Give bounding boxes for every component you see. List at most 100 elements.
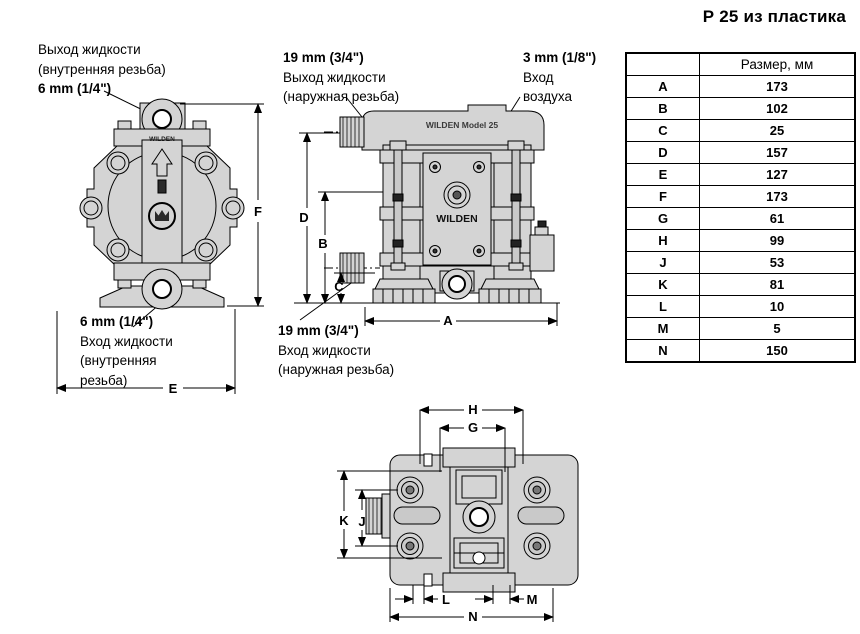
dim-letter-cell: B	[625, 97, 700, 120]
port-centerlines	[324, 131, 380, 269]
dim-letter-f: F	[254, 204, 262, 219]
top-pump-body	[365, 447, 579, 593]
front-outlet-label: Выход жидкости (внутренняя резьба) 6 mm …	[38, 40, 166, 99]
dim-letter-h: H	[468, 402, 477, 417]
label-line: Выход жидкости	[283, 69, 386, 85]
side-view-drawing: WILDEN Model 25 WILDEN D B C A	[294, 96, 560, 328]
dim-column-header	[625, 52, 700, 76]
label-line: (наружная резьба)	[283, 89, 400, 104]
label-line: (наружная резьба)	[278, 362, 395, 377]
side-brand-text: WILDEN	[436, 213, 477, 225]
dim-letter-g: G	[468, 420, 478, 435]
dim-letter-cell: G	[625, 207, 700, 230]
dim-value-cell: 25	[699, 119, 856, 142]
top-dim-lines	[337, 406, 554, 622]
front-dim-f	[180, 103, 264, 307]
label-line: Вход жидкости	[278, 342, 371, 358]
dim-letter-cell: K	[625, 273, 700, 296]
dim-value-cell: 127	[699, 163, 856, 186]
dim-letter-d: D	[299, 210, 308, 225]
dim-value-cell: 81	[699, 273, 856, 296]
dim-value-cell: 10	[699, 295, 856, 318]
dim-letter-k: K	[339, 513, 349, 528]
dim-value-cell: 173	[699, 185, 856, 208]
dim-value-cell: 173	[699, 75, 856, 98]
dim-letter-m: M	[527, 592, 538, 607]
dim-letter-e: E	[169, 381, 178, 396]
front-inlet-label: 6 mm (1/4") Вход жидкости (внутренняя ре…	[80, 312, 173, 390]
top-view-drawing: H G K J L M N	[337, 402, 579, 624]
dim-value-cell: 5	[699, 317, 856, 340]
front-brand-text: WILDEN	[149, 136, 175, 143]
dim-letter-cell: N	[625, 339, 700, 363]
side-dim-lines	[294, 132, 560, 326]
top-cap	[361, 104, 545, 151]
dim-letter-cell: A	[625, 75, 700, 98]
dim-value-cell: 102	[699, 97, 856, 120]
dim-letter-l: L	[442, 592, 450, 607]
port-size-text: 6 mm (1/4")	[80, 314, 154, 329]
dim-letter-c: C	[334, 279, 344, 294]
dim-value-cell: 150	[699, 339, 856, 363]
dim-value-cell: 99	[699, 229, 856, 252]
dim-letter-cell: C	[625, 119, 700, 142]
thread-hatching	[342, 117, 360, 283]
table-header-row: Размер, мм	[625, 52, 856, 76]
left-foot	[372, 288, 436, 304]
right-foot	[478, 288, 542, 304]
side-inlet-label: 19 mm (3/4") Вход жидкости (наружная рез…	[278, 321, 394, 380]
dim-letter-cell: H	[625, 229, 700, 252]
dim-letter-cell: D	[625, 141, 700, 164]
dim-letter-a: A	[443, 313, 453, 328]
thread-hatching-top	[368, 498, 382, 534]
label-line: Выход жидкости	[38, 42, 141, 57]
size-column-header: Размер, мм	[699, 52, 856, 76]
outlet-port-threaded	[339, 116, 365, 148]
label-line: Вход	[523, 69, 554, 85]
dim-letter-cell: M	[625, 317, 700, 340]
port-size-text: 19 mm (3/4")	[278, 323, 359, 338]
dim-letter-cell: F	[625, 185, 700, 208]
dim-letter-cell: J	[625, 251, 700, 274]
port-size-text: 3 mm (1/8")	[523, 50, 597, 65]
right-slot	[517, 506, 565, 525]
label-line: воздуха	[523, 89, 573, 104]
dim-letter-j: J	[358, 514, 365, 529]
dim-value-cell: 61	[699, 207, 856, 230]
dim-value-cell: 53	[699, 251, 856, 274]
front-view-drawing: WILDEN F E	[56, 90, 264, 396]
label-line: Вход жидкости	[80, 333, 173, 349]
air-inlet-label: 3 mm (1/8") Вход воздуха	[523, 48, 596, 107]
dim-letter-n: N	[468, 609, 477, 624]
dim-value-cell: 157	[699, 141, 856, 164]
front-pump-body	[79, 98, 245, 310]
port-size-text: 6 mm (1/4")	[38, 81, 112, 96]
flow-arrow-icon	[151, 148, 173, 177]
label-line: резьба)	[80, 372, 128, 388]
dim-letter-b: B	[318, 236, 327, 251]
port-size-text: 19 mm (3/4")	[283, 50, 364, 65]
dim-letter-cell: E	[625, 163, 700, 186]
side-outlet-label: 19 mm (3/4") Выход жидкости (наружная ре…	[283, 48, 399, 107]
side-pump-body	[339, 104, 555, 304]
dim-letter-cell: L	[625, 295, 700, 318]
page-title: Р 25 из пластика	[702, 7, 846, 26]
model-text: WILDEN Model 25	[426, 120, 499, 130]
label-line: (внутренняя резьба)	[38, 61, 166, 77]
label-line: (внутренняя	[80, 353, 157, 368]
